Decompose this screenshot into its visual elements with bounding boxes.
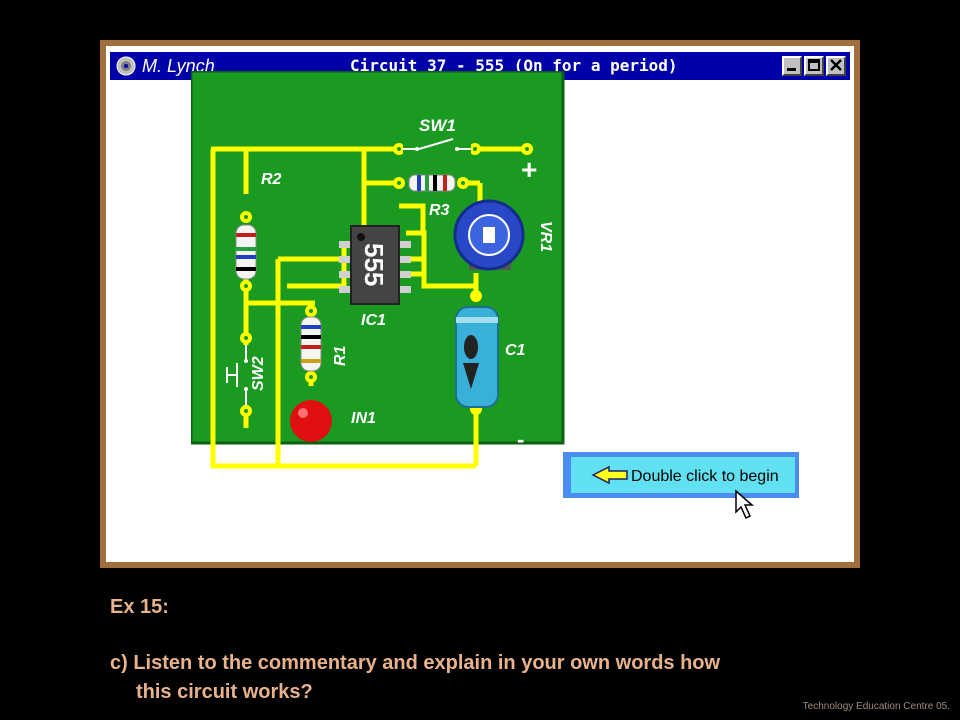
exercise-number: Ex 15: <box>110 596 169 618</box>
arrow-left-icon <box>591 465 628 485</box>
r2-label: R2 <box>261 171 282 188</box>
footer-credit: Technology Education Centre 05. <box>802 701 950 712</box>
ic-chip-marking: 555 <box>359 243 389 286</box>
resistor-r2 <box>235 224 257 280</box>
resistor-r1 <box>300 316 322 372</box>
question-line-2: this circuit works? <box>136 681 313 703</box>
r3-label: R3 <box>429 202 450 219</box>
mouse-pointer-icon <box>735 489 754 520</box>
disc-icon <box>116 56 136 76</box>
begin-prompt-box[interactable]: Double click to begin <box>563 452 799 498</box>
maximize-icon <box>808 59 820 71</box>
begin-prompt-text: Double click to begin <box>631 468 779 485</box>
switch-sw2 <box>226 345 252 405</box>
ic1-label: IC1 <box>361 312 386 329</box>
sw2-label: SW2 <box>250 356 267 391</box>
maximize-button[interactable] <box>804 56 824 76</box>
plus-terminal-label: + <box>521 154 537 185</box>
circuit-board-diagram[interactable]: SW1 + R3 VR1 R2 555 IC1 <box>191 71 811 521</box>
minus-terminal-label: - <box>517 427 524 452</box>
close-button[interactable] <box>826 56 846 76</box>
r1-label: R1 <box>332 345 349 366</box>
close-icon <box>830 59 842 71</box>
ic-555-chip <box>339 225 411 305</box>
capacitor-c1 <box>455 306 499 408</box>
switch-sw1 <box>403 138 471 155</box>
minimize-button[interactable] <box>782 56 802 76</box>
sw1-label: SW1 <box>419 116 456 135</box>
led-in1 <box>290 400 332 442</box>
question-line-1: c) Listen to the commentary and explain … <box>110 652 721 674</box>
in1-label: IN1 <box>351 410 376 427</box>
vr1-label: VR1 <box>537 221 554 252</box>
resistor-r3 <box>408 174 456 192</box>
minimize-icon <box>787 68 796 71</box>
potentiometer-vr1 <box>453 199 525 271</box>
c1-label: C1 <box>505 342 526 359</box>
